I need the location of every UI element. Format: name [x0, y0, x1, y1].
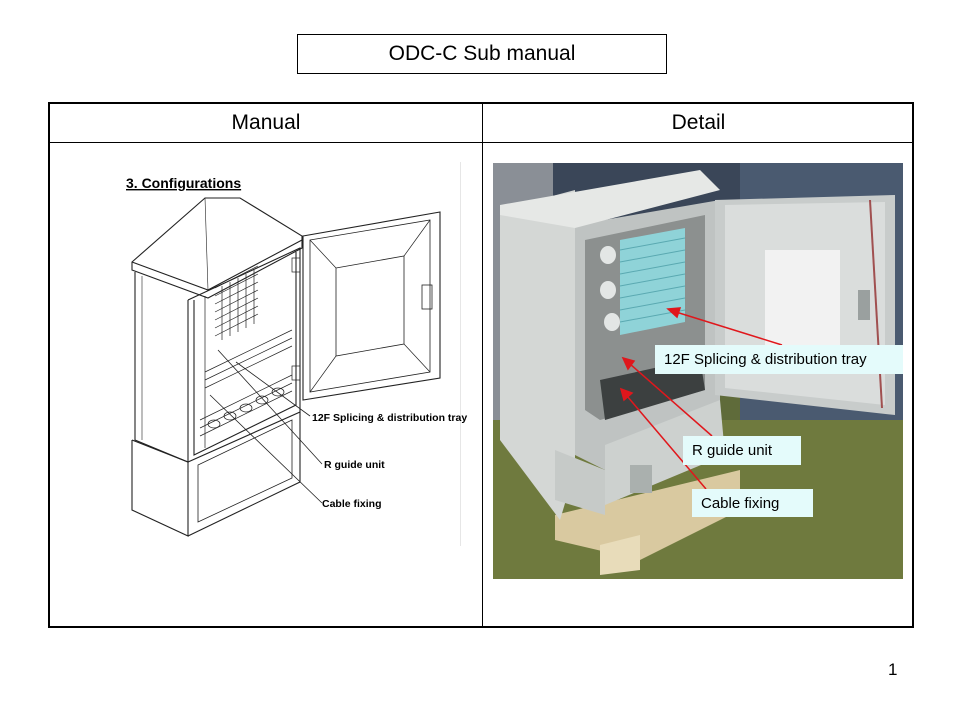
- callout-splicing-tray: 12F Splicing & distribution tray: [655, 345, 903, 374]
- manual-label-guide: R guide unit: [324, 459, 385, 471]
- header-manual: Manual: [231, 111, 301, 134]
- manual-label-cable: Cable fixing: [322, 498, 382, 510]
- callout-cable-fixing: Cable fixing: [692, 489, 813, 517]
- header-detail: Detail: [671, 111, 726, 134]
- manual-detail-table: Manual Detail: [48, 102, 914, 628]
- callout-guide-unit: R guide unit: [683, 436, 801, 465]
- page-title: ODC-C Sub manual: [297, 34, 667, 74]
- configurations-heading: 3. Configurations: [126, 175, 241, 191]
- column-divider: [482, 104, 483, 626]
- manual-label-splicing: 12F Splicing & distribution tray: [312, 412, 467, 424]
- manual-cabinet-drawing: 3. Configurations: [126, 162, 467, 546]
- header-divider: [50, 142, 912, 143]
- page-number: 1: [888, 660, 898, 679]
